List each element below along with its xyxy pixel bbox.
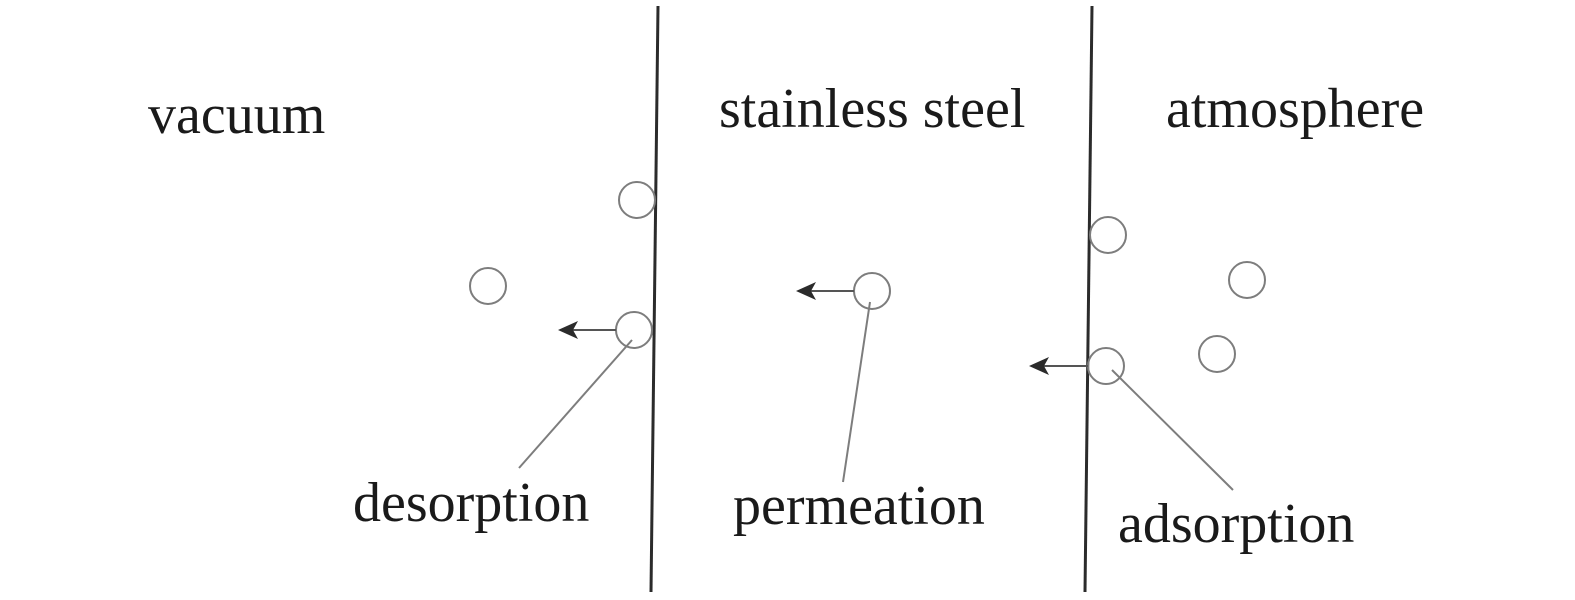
adsorption-arrow — [1029, 357, 1088, 375]
desorption-leader — [518, 339, 633, 469]
vacuum-label: vacuum — [148, 84, 325, 146]
particle-atmosphere-wall-upper — [1089, 216, 1127, 254]
particle-atmosphere-free-lower — [1198, 335, 1236, 373]
right-wall — [1083, 5, 1094, 593]
atmosphere-label: atmosphere — [1166, 78, 1424, 140]
particle-adsorbing — [1087, 347, 1125, 385]
desorption-label: desorption — [353, 472, 589, 534]
adsorption-leader — [1111, 369, 1234, 491]
desorption-arrow — [558, 321, 616, 339]
particle-atmosphere-free-upper — [1228, 261, 1266, 299]
particle-permeating — [853, 272, 891, 310]
permeation-label: permeation — [733, 475, 985, 537]
permeation-arrow — [796, 282, 854, 300]
particle-desorbing — [615, 311, 653, 349]
stainless-steel-label: stainless steel — [719, 78, 1025, 140]
particle-vacuum-free — [469, 267, 507, 305]
permeation-leader — [842, 301, 871, 483]
particle-vacuum-wall-upper — [618, 181, 656, 219]
left-wall — [649, 5, 660, 593]
adsorption-label: adsorption — [1118, 493, 1354, 555]
